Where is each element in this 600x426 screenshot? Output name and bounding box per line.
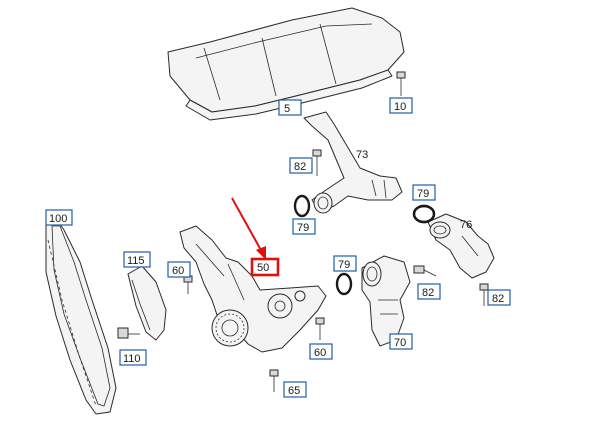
svg-text:82: 82	[492, 293, 504, 305]
callout-79-upper: 79	[412, 184, 436, 201]
svg-text:65: 65	[288, 385, 300, 397]
callout-5: 5	[278, 99, 302, 116]
oring-79-left-icon	[293, 194, 311, 218]
bolt-82-upper-icon	[312, 149, 322, 176]
red-arrow-icon	[231, 197, 266, 260]
callout-65: 65	[283, 381, 307, 398]
callout-60-bottom: 60	[309, 343, 333, 360]
callout-60-left: 60	[167, 261, 191, 278]
svg-text:110: 110	[123, 353, 141, 365]
bolt-60-left-icon	[183, 275, 193, 294]
bolt-60-bottom-icon	[315, 317, 325, 340]
svg-text:5: 5	[284, 103, 290, 115]
oring-79-pipe-icon	[412, 204, 436, 224]
svg-text:82: 82	[294, 161, 306, 173]
callout-82-upper: 82	[289, 157, 313, 174]
svg-text:70: 70	[394, 337, 406, 349]
oil-pan-baffle	[167, 7, 405, 121]
svg-text:10: 10	[394, 101, 406, 113]
svg-text:100: 100	[49, 213, 67, 225]
oring-79-lower-icon	[335, 272, 353, 296]
callout-82-mid: 82	[417, 283, 441, 300]
bolt-65-icon	[269, 369, 279, 392]
callout-100: 100	[45, 209, 73, 226]
callout-50-highlighted: 50	[250, 257, 280, 277]
svg-text:79: 79	[338, 259, 350, 271]
callout-70: 70	[389, 333, 413, 350]
bolt-110-icon	[117, 327, 140, 339]
callout-110: 110	[119, 349, 147, 366]
timing-chain	[45, 217, 117, 415]
oil-pump	[179, 225, 327, 353]
bolt-82-mid-icon	[413, 265, 437, 277]
bolt-82-right-icon	[479, 283, 489, 306]
pickup-tube	[303, 111, 403, 214]
svg-text:82: 82	[422, 287, 434, 299]
callout-82-right: 82	[487, 289, 511, 306]
callout-76: 76	[460, 219, 472, 231]
callout-79-left: 79	[292, 218, 316, 235]
bolt-10-icon	[396, 71, 406, 96]
svg-text:115: 115	[127, 255, 145, 267]
svg-text:79: 79	[297, 222, 309, 234]
oil-strainer	[361, 255, 411, 347]
svg-text:79: 79	[417, 188, 429, 200]
svg-text:60: 60	[172, 265, 184, 277]
svg-text:60: 60	[314, 347, 326, 359]
pipe-76	[427, 213, 495, 279]
svg-text:50: 50	[257, 262, 269, 274]
tensioner-rail	[127, 265, 167, 341]
callout-79-right: 79	[333, 255, 357, 272]
callout-10: 10	[389, 97, 413, 114]
callout-115: 115	[123, 251, 151, 268]
callout-73: 73	[356, 149, 368, 161]
